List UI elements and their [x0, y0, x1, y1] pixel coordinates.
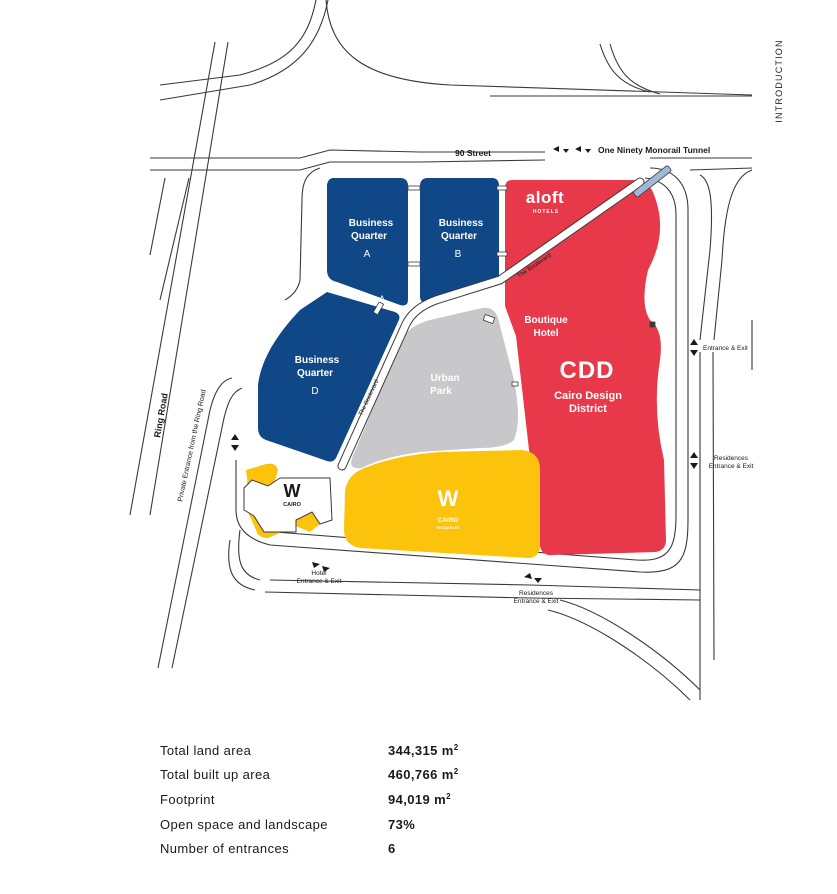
cdd-line2: District: [569, 403, 607, 415]
bq-a-line3: A: [364, 249, 371, 260]
site-statistics: Total land area 344,315 m2 Total built u…: [160, 738, 520, 861]
bq-a-line2: Quarter: [351, 231, 387, 242]
urban-park-plot: [351, 307, 518, 469]
cdd-line1: Cairo Design: [554, 390, 622, 402]
the-boulevard-road: [337, 177, 645, 471]
stat-label: Number of entrances: [160, 841, 289, 857]
business-quarter-b-plot: [420, 178, 499, 303]
cairo-design-district-plot: [505, 180, 666, 556]
stat-label: Footprint: [160, 791, 215, 807]
stat-row-open-space: Open space and landscape 73%: [160, 812, 520, 837]
aloft-logo: aloft: [526, 188, 564, 207]
bq-d-line3: D: [311, 386, 318, 397]
hotel-entrance-label-1: Hotel: [311, 570, 327, 577]
urban-park-line1: Urban: [431, 373, 460, 384]
w-cairo-building-outline: [243, 477, 333, 533]
east-entrance-label: Entrance & Exit: [703, 345, 748, 352]
bq-d-line1: Business: [295, 355, 340, 366]
stat-value: 6: [388, 841, 396, 857]
stat-value: 460,766 m2: [388, 767, 459, 783]
boutique-hotel-line1: Boutique: [524, 315, 568, 326]
block-connectors: [372, 185, 656, 387]
residences-east-label-1: Residences: [714, 455, 749, 462]
business-quarter-d-plot: [258, 292, 400, 462]
stat-row-land-area: Total land area 344,315 m2: [160, 738, 520, 763]
boutique-hotel-line2: Hotel: [534, 328, 559, 339]
residences-east-label-2: Entrance & Exit: [709, 463, 754, 470]
w-cairo-logo: W: [284, 481, 301, 501]
business-quarter-a-plot: [327, 178, 408, 306]
bq-a-line1: Business: [349, 218, 394, 229]
monorail-tunnel-bar: [633, 165, 672, 198]
bq-b-line1: Business: [439, 218, 484, 229]
entrance-arrow-icons: [231, 146, 698, 583]
residences-south-label-1: Residences: [519, 590, 554, 597]
residences-south-label-2: Entrance & Exit: [514, 598, 559, 605]
cdd-logo: CDD: [560, 357, 615, 384]
road-network: [129, 0, 753, 701]
w-residences-sub2: RESIDENCES: [437, 526, 460, 530]
aloft-sub: HOTELS: [533, 209, 559, 215]
stat-row-entrances: Number of entrances 6: [160, 836, 520, 861]
stat-label: Total land area: [160, 742, 252, 758]
street-90-label: 90 Street: [455, 148, 491, 158]
w-cairo-sub: CAIRO: [283, 502, 301, 508]
urban-park-line2: Park: [430, 386, 452, 397]
site-map: 90 Street One Ninety Monorail Tunnel Rin…: [129, 0, 754, 701]
hotel-entrance-label-2: Entrance & Exit: [297, 578, 342, 585]
stat-label: Total built up area: [160, 767, 271, 783]
w-residences-plot: [344, 450, 540, 558]
stat-row-built-up-area: Total built up area 460,766 m2: [160, 763, 520, 788]
bq-a-small-label: A: [379, 294, 385, 304]
stat-label: Open space and landscape: [160, 816, 328, 832]
bq-d-line2: Quarter: [297, 368, 333, 379]
stat-row-footprint: Footprint 94,019 m2: [160, 787, 520, 812]
stat-value: 73%: [388, 816, 416, 832]
stat-value: 94,019 m2: [388, 791, 451, 807]
w-residences-sub: CAIRO: [438, 517, 459, 524]
ring-road-label: Ring Road: [152, 392, 170, 438]
monorail-tunnel-label: One Ninety Monorail Tunnel: [598, 145, 710, 155]
w-cairo-hotel-plot: [246, 463, 320, 538]
w-residences-logo: W: [438, 486, 459, 511]
bq-b-line3: B: [455, 249, 462, 260]
stat-value: 344,315 m2: [388, 742, 459, 758]
bq-b-line2: Quarter: [441, 231, 477, 242]
